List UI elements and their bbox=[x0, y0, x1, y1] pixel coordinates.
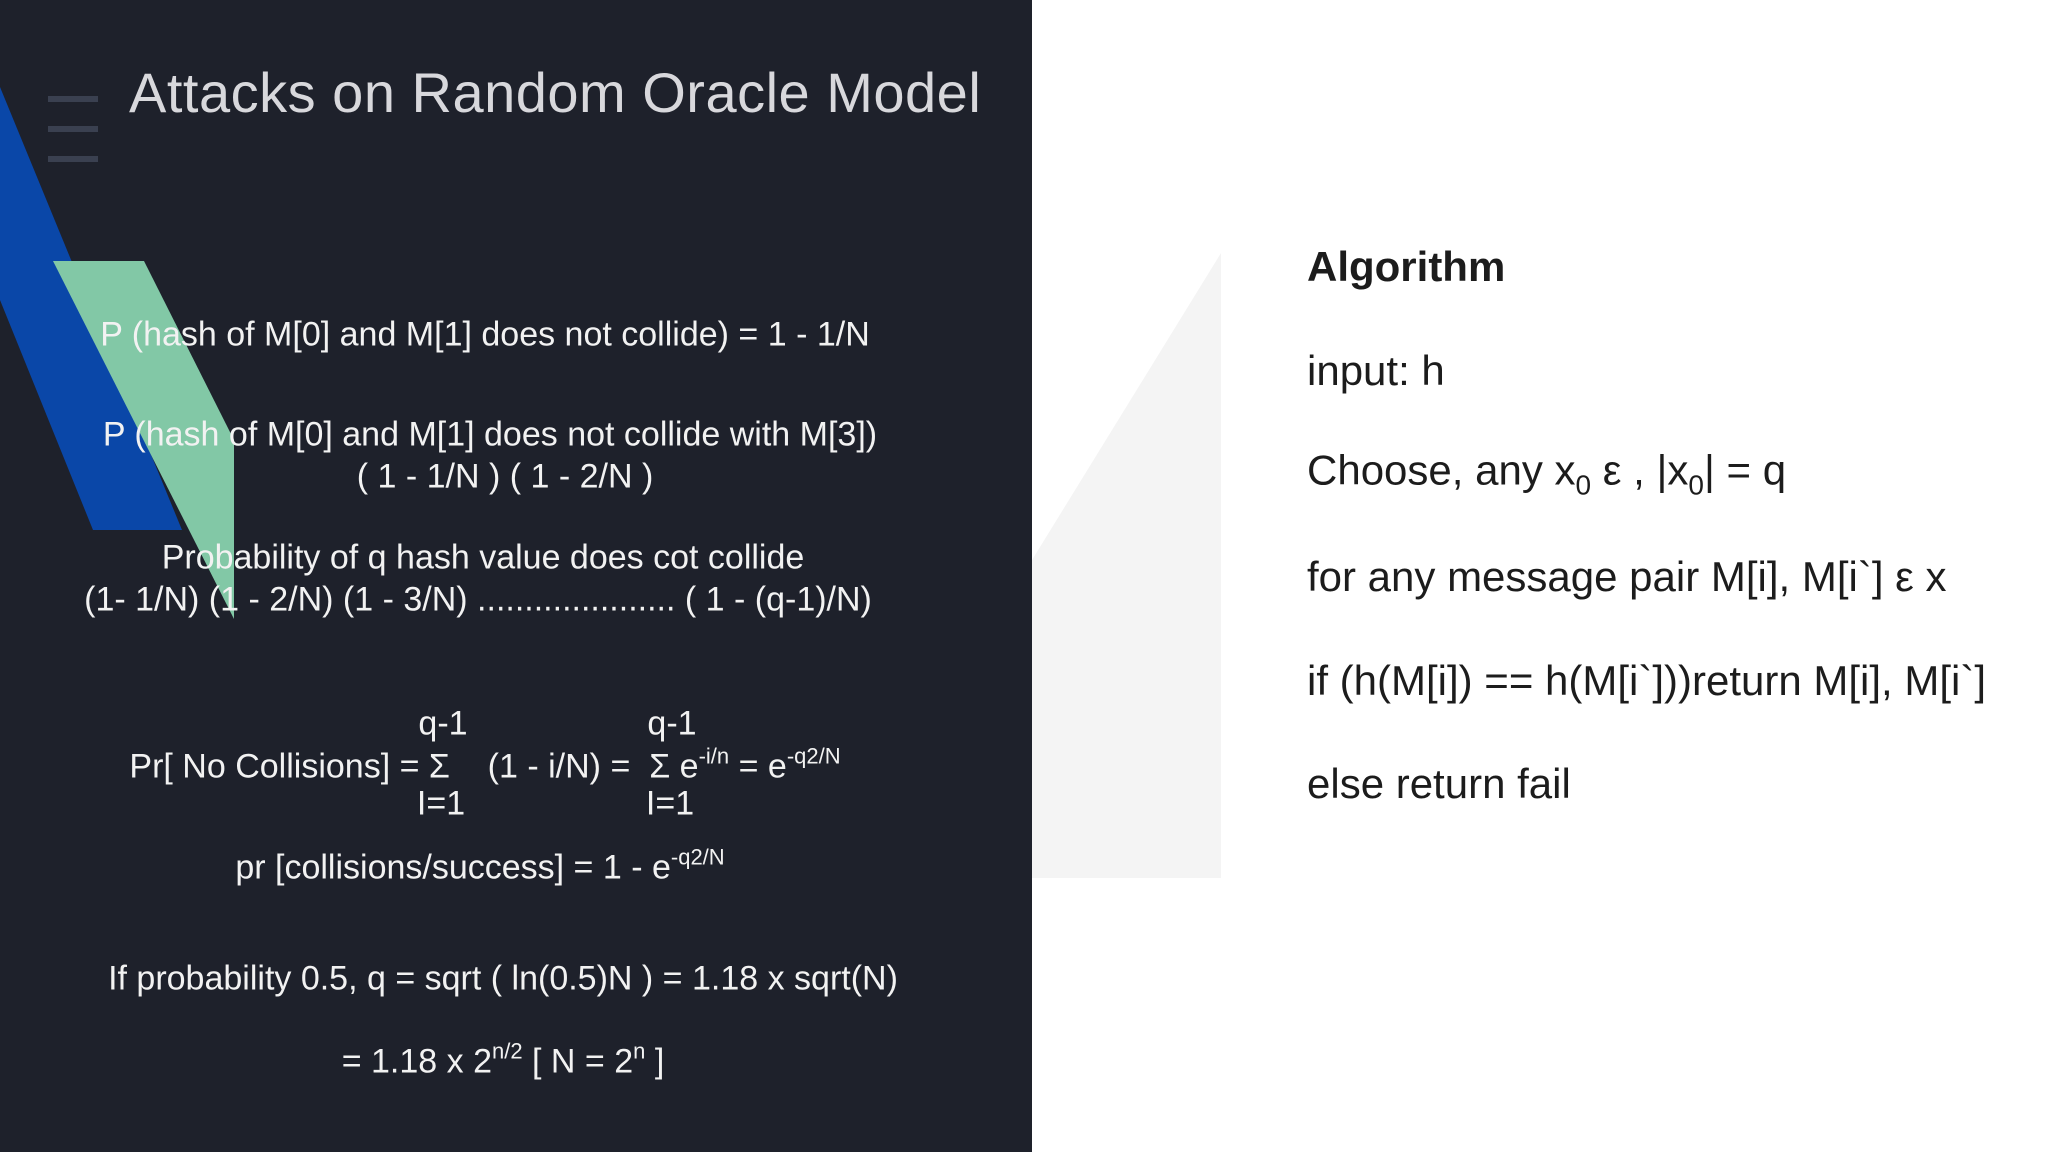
formula-no-collisions: Pr[ No Collisions] = Σ (1 - i/N) = Σ e-i… bbox=[129, 744, 840, 787]
success-exponent: -q2/N bbox=[670, 844, 725, 870]
no-collisions-text-2: = e bbox=[729, 747, 787, 786]
choose-text-3: | = q bbox=[1703, 446, 1787, 494]
exponent-1: -i/n bbox=[698, 743, 730, 769]
algorithm-for-line: for any message pair M[i], M[i`] ε x bbox=[1307, 553, 1947, 600]
sum2-upper-limit: q-1 bbox=[647, 704, 697, 743]
sum2-lower-limit: I=1 bbox=[645, 784, 695, 823]
green-band bbox=[53, 261, 234, 619]
algorithm-choose: Choose, any x0 ε , |x0| = q bbox=[1307, 447, 1786, 502]
exponent-2: -q2/N bbox=[786, 743, 841, 769]
formula-line-2: P (hash of M[0] and M[1] does not collid… bbox=[102, 415, 878, 454]
slide-title: Attacks on Random Oracle Model bbox=[129, 61, 982, 124]
formula-line-3: ( 1 - 1/N ) ( 1 - 2/N ) bbox=[356, 457, 654, 496]
blue-stripe-shape bbox=[0, 88, 183, 268]
decorative-stripes bbox=[0, 86, 234, 619]
hamburger-menu-icon[interactable] bbox=[48, 96, 98, 162]
formula-result: = 1.18 x 2n/2 [ N = 2n ] bbox=[342, 1039, 665, 1082]
formula-probability-half: If probability 0.5, q = sqrt ( ln(0.5)N … bbox=[108, 959, 898, 998]
no-collisions-text: Pr[ No Collisions] = Σ (1 - i/N) = Σ e bbox=[129, 747, 699, 786]
sum1-upper-limit: q-1 bbox=[418, 704, 468, 743]
result-text-2: [ N = 2 bbox=[522, 1042, 634, 1081]
result-text-3: ] bbox=[645, 1042, 665, 1081]
formula-line-5: (1- 1/N) (1 - 2/N) (1 - 3/N) ...........… bbox=[84, 580, 872, 619]
dark-slide-panel bbox=[0, 0, 1032, 1152]
choose-subscript-2: 0 bbox=[1688, 469, 1704, 501]
choose-text: Choose, any x bbox=[1307, 446, 1576, 494]
formula-success: pr [collisions/success] = 1 - e-q2/N bbox=[235, 845, 724, 888]
result-exponent-2: n bbox=[633, 1038, 646, 1064]
choose-text-2: ε , |x bbox=[1591, 446, 1689, 494]
formula-line-1: P (hash of M[0] and M[1] does not collid… bbox=[100, 315, 870, 354]
blue-stripe bbox=[0, 86, 182, 266]
choose-subscript-1: 0 bbox=[1575, 469, 1592, 501]
algorithm-if-line: if (h(M[i]) == h(M[i`]))return M[i], M[i… bbox=[1307, 657, 1987, 704]
algorithm-input: input: h bbox=[1307, 347, 1445, 394]
algorithm-heading: Algorithm bbox=[1307, 243, 1506, 290]
result-exponent-1: n/2 bbox=[491, 1038, 523, 1064]
formula-line-4: Probability of q hash value does cot col… bbox=[161, 538, 805, 577]
result-text: = 1.18 x 2 bbox=[341, 1042, 492, 1081]
algorithm-else-line: else return fail bbox=[1307, 760, 1571, 807]
sum1-lower-limit: I=1 bbox=[416, 784, 466, 823]
success-text: pr [collisions/success] = 1 - e bbox=[235, 848, 671, 887]
